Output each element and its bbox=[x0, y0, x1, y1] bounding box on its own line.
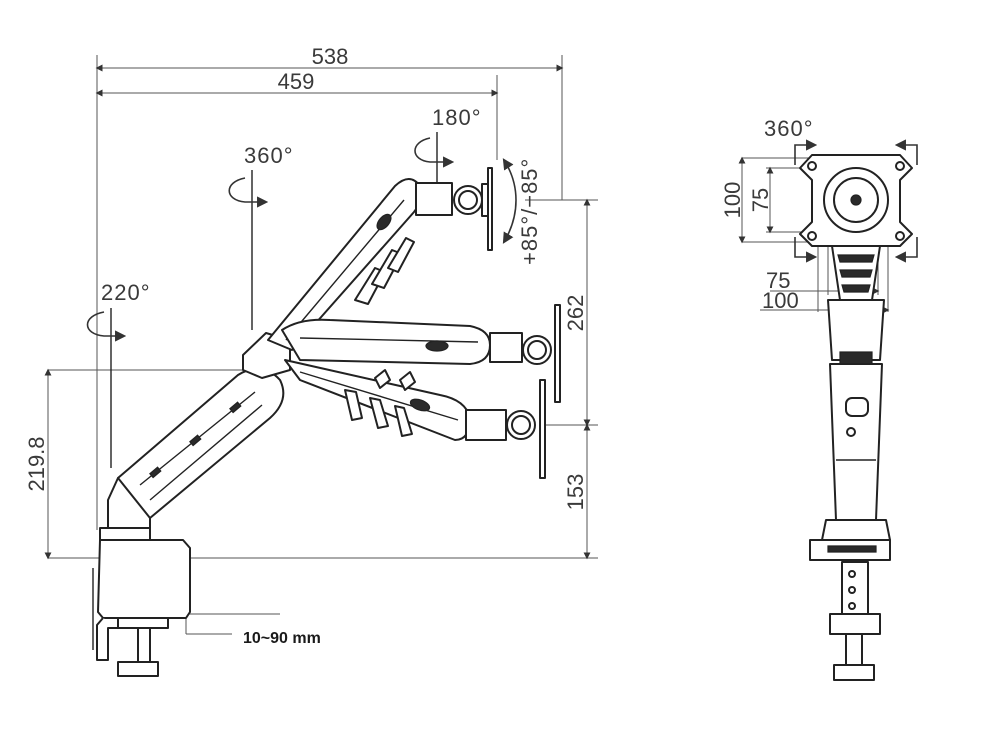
vesa-vertical-75-label: 75 bbox=[748, 188, 773, 212]
overall-length-label: 538 bbox=[312, 44, 349, 69]
front-view-dimensions bbox=[738, 156, 890, 314]
arm-reach-label: 459 bbox=[278, 69, 315, 94]
lower-arm bbox=[117, 367, 285, 519]
tilt-label: +85°/−85° bbox=[517, 158, 542, 265]
head-swivel-label: 180° bbox=[432, 105, 482, 130]
head-rotation-indicator bbox=[414, 132, 455, 182]
clamp-block bbox=[97, 539, 191, 619]
base-swivel-label: 220° bbox=[101, 280, 151, 305]
low-height-label: 153 bbox=[563, 474, 588, 511]
clamp-jaw bbox=[96, 617, 120, 661]
tilt-indicator bbox=[502, 158, 517, 244]
vesa-horizontal-100-label: 100 bbox=[762, 288, 799, 313]
upper-arm-middle bbox=[281, 318, 491, 365]
vesa-vertical-100-label: 100 bbox=[720, 182, 745, 219]
vesa-horizontal-75-label: 75 bbox=[766, 268, 790, 293]
arm-swivel-label: 360° bbox=[244, 143, 294, 168]
clamp-screw bbox=[137, 627, 151, 663]
height-range-label: 262 bbox=[563, 295, 588, 332]
lowered-vesa-plate bbox=[539, 379, 546, 479]
front-clamp-knob bbox=[833, 664, 875, 681]
middle-head-bracket bbox=[489, 332, 523, 363]
middle-vesa-plate bbox=[554, 304, 561, 403]
raised-head-bracket bbox=[415, 182, 453, 216]
clamp-range-label: 10~90 mm bbox=[243, 630, 321, 647]
lowered-head-bracket bbox=[465, 409, 507, 441]
clamp-knob bbox=[117, 661, 159, 677]
front-arm-column bbox=[827, 299, 885, 361]
plate-rotation-label: 360° bbox=[764, 116, 814, 141]
arm-rotation-indicator bbox=[228, 170, 269, 330]
front-pole bbox=[829, 363, 883, 521]
base-rotation-indicator bbox=[86, 308, 127, 468]
front-view-mount bbox=[794, 139, 918, 681]
pole-height-label: 219.8 bbox=[24, 436, 49, 491]
side-view-mount bbox=[92, 167, 561, 677]
